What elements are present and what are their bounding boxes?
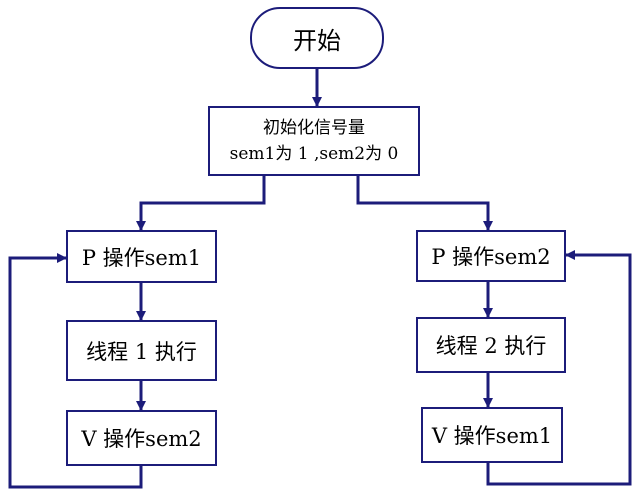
- right-thread-label: 线程 2 执行: [435, 334, 547, 358]
- edge-init-to-right-p: [356, 175, 493, 231]
- init-label-line2: sem1为 1 ,sem2为 0: [229, 144, 399, 164]
- start-node: 开始: [250, 7, 384, 69]
- right-p-label: P 操作sem2: [431, 245, 551, 269]
- edge-init-to-left-p: [136, 175, 266, 231]
- right-p-operation-node: P 操作sem2: [416, 230, 566, 282]
- edge-left-loop-back: [8, 253, 143, 489]
- edge-right-loop-back: [486, 250, 632, 486]
- left-thread-node: 线程 1 执行: [66, 320, 217, 381]
- left-v-label: V 操作sem2: [81, 427, 202, 451]
- right-v-operation-node: V 操作sem1: [421, 407, 563, 463]
- init-semaphore-node: 初始化信号量 sem1为 1 ,sem2为 0: [208, 106, 420, 176]
- left-p-label: P 操作sem1: [81, 245, 202, 270]
- start-label: 开始: [293, 26, 341, 55]
- right-thread-node: 线程 2 执行: [416, 317, 566, 373]
- right-v-label: V 操作sem1: [431, 424, 553, 448]
- left-thread-label: 线程 1 执行: [86, 339, 197, 364]
- left-p-operation-node: P 操作sem1: [66, 230, 217, 283]
- left-v-operation-node: V 操作sem2: [66, 410, 217, 466]
- init-label-line1: 初始化信号量: [263, 118, 365, 138]
